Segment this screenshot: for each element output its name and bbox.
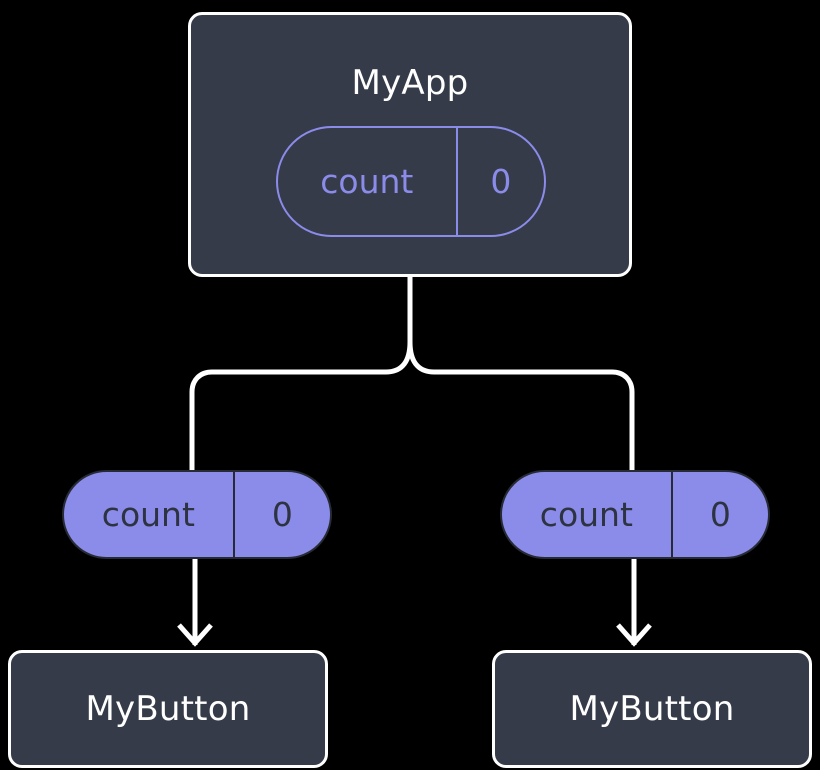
arrowhead-right-button (616, 623, 652, 647)
props-pill-left-key: count (64, 472, 235, 557)
arrowhead-left-button (177, 623, 213, 647)
component-label-mybutton-left: MyButton (85, 689, 251, 729)
component-label-mybutton-right: MyButton (569, 689, 735, 729)
wire-fork-left (189, 341, 413, 470)
wire-fork-right (407, 341, 635, 470)
state-pill-myapp-key: count (278, 128, 458, 235)
state-pill-myapp-value: 0 (490, 162, 512, 201)
props-pill-left-value: 0 (271, 495, 293, 534)
state-pill-myapp[interactable]: count 0 (276, 126, 546, 237)
component-box-mybutton-right[interactable]: MyButton (492, 650, 812, 768)
props-pill-left[interactable]: count 0 (62, 470, 332, 559)
props-pill-right-key: count (502, 472, 673, 557)
props-pill-right-value: 0 (709, 495, 731, 534)
component-box-mybutton-left[interactable]: MyButton (8, 650, 328, 768)
props-pill-right[interactable]: count 0 (500, 470, 770, 559)
component-label-myapp: MyApp (351, 63, 469, 103)
